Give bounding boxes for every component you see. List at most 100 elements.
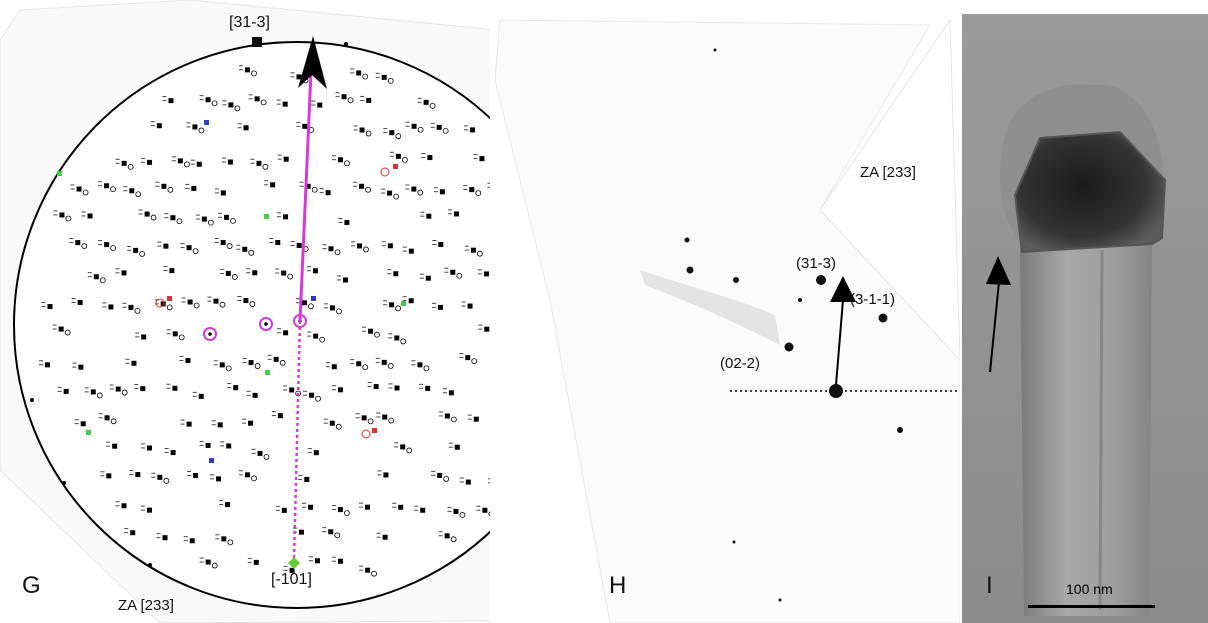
reflection-cluster bbox=[402, 246, 414, 254]
reflection-index-tick bbox=[70, 188, 75, 190]
reflection-index-tick bbox=[213, 360, 218, 362]
reflection-cluster bbox=[38, 360, 50, 368]
reflection-index-tick bbox=[383, 300, 388, 302]
reflection-square bbox=[172, 331, 178, 337]
reflection-square bbox=[147, 159, 153, 165]
reflection-square bbox=[398, 504, 404, 510]
reflection-square bbox=[243, 125, 249, 131]
reflection-index-tick bbox=[115, 505, 120, 507]
reflection-cluster bbox=[431, 302, 443, 310]
reflection-cluster bbox=[199, 440, 211, 448]
reflection-square bbox=[273, 356, 279, 362]
reflection-index-tick bbox=[156, 533, 161, 535]
reflection-cluster bbox=[214, 238, 233, 249]
reflection-index-tick bbox=[157, 241, 162, 243]
reflection-index-tick bbox=[411, 360, 416, 362]
reflection-cluster bbox=[298, 474, 310, 482]
reflection-index-tick bbox=[199, 444, 204, 446]
reflection-index-tick bbox=[52, 328, 57, 330]
reflection-index-tick bbox=[141, 157, 146, 159]
reflection-index-tick bbox=[350, 245, 355, 247]
reflection-index-tick bbox=[237, 300, 242, 301]
reflection-index-tick bbox=[246, 272, 251, 274]
reflection-square bbox=[467, 303, 473, 309]
catalyst-particle bbox=[1013, 130, 1167, 254]
reflection-index-tick bbox=[376, 536, 381, 538]
reflection-square bbox=[141, 334, 147, 340]
reflection-ring bbox=[231, 274, 238, 280]
reflection-ring bbox=[417, 126, 424, 133]
reflection-ring bbox=[163, 477, 170, 484]
reflection-index-tick bbox=[290, 240, 295, 242]
reflection-index-tick bbox=[350, 72, 355, 74]
reflection-square bbox=[444, 413, 450, 419]
reflection-index-tick bbox=[74, 419, 79, 421]
reflection-index-tick bbox=[419, 277, 424, 279]
reflection-square bbox=[437, 472, 443, 478]
reflection-index-tick bbox=[100, 475, 105, 477]
reflection-index-tick bbox=[71, 297, 76, 299]
reflection-index-tick bbox=[463, 189, 468, 191]
spot-label-02-2: (02-2) bbox=[720, 355, 761, 372]
reflection-cluster bbox=[199, 557, 218, 569]
reflection-index-tick bbox=[195, 214, 200, 216]
reflection-cluster bbox=[106, 441, 118, 449]
reflection-cluster bbox=[135, 332, 147, 340]
reflection-index-tick bbox=[115, 268, 120, 270]
reflection-square bbox=[157, 474, 163, 480]
reflection-square bbox=[140, 386, 146, 392]
panel-letter-g: G bbox=[22, 572, 41, 599]
reflection-cluster bbox=[180, 243, 199, 255]
reflection-ring bbox=[319, 336, 326, 343]
reflection-square bbox=[312, 268, 318, 274]
reflection-index-tick bbox=[383, 304, 388, 306]
scale-bar-label: 100 nm bbox=[1066, 581, 1113, 597]
reflection-square bbox=[221, 536, 227, 542]
reflection-index-tick bbox=[154, 299, 159, 301]
reflection-ring bbox=[335, 423, 342, 430]
reflection-index-tick bbox=[325, 362, 330, 364]
spot-31-3 bbox=[816, 275, 826, 285]
reflection-index-tick bbox=[41, 306, 46, 307]
reflection-index-tick bbox=[238, 69, 243, 71]
reflection-index-tick bbox=[283, 565, 288, 567]
reflection-square bbox=[216, 476, 222, 482]
reflection-square bbox=[205, 559, 211, 565]
reflection-square bbox=[283, 156, 289, 162]
reflection-ring bbox=[395, 305, 401, 312]
reflection-index-tick bbox=[444, 267, 449, 269]
reflection-index-tick bbox=[298, 474, 303, 476]
reflection-index-tick bbox=[461, 305, 466, 307]
reflection-square bbox=[359, 127, 365, 133]
reflection-square bbox=[484, 326, 490, 332]
reflection-index-tick bbox=[459, 353, 464, 355]
reflection-cluster bbox=[215, 534, 234, 546]
reflection-index-tick bbox=[84, 387, 89, 389]
reflection-ring bbox=[64, 329, 71, 336]
reflection-index-tick bbox=[211, 420, 216, 422]
reflection-cluster bbox=[359, 502, 371, 510]
reflection-index-tick bbox=[127, 249, 132, 251]
reflection-ring bbox=[219, 301, 226, 308]
reflection-index-tick bbox=[155, 181, 160, 183]
reflection-square bbox=[248, 360, 254, 366]
reflection-index-tick bbox=[322, 527, 327, 529]
tem-image bbox=[962, 0, 1208, 623]
reflection-square bbox=[356, 243, 362, 249]
reflection-cluster bbox=[420, 211, 432, 219]
reflection-index-tick bbox=[359, 569, 364, 571]
reflection-index-tick bbox=[166, 387, 171, 389]
growth-arrow-shaft bbox=[989, 281, 1000, 373]
reflection-index-tick bbox=[151, 476, 156, 478]
reflection-cluster bbox=[251, 448, 270, 460]
reflection-ring bbox=[183, 161, 190, 168]
reflection-index-tick bbox=[237, 127, 242, 129]
reflection-ring bbox=[423, 365, 430, 372]
reflection-index-tick bbox=[72, 362, 77, 364]
reflection-index-tick bbox=[180, 423, 185, 425]
reflection-index-tick bbox=[302, 502, 307, 504]
reflection-cluster bbox=[447, 506, 466, 518]
reflection-index-tick bbox=[218, 216, 223, 218]
reflection-square bbox=[225, 270, 231, 276]
reflection-cluster bbox=[236, 244, 255, 256]
